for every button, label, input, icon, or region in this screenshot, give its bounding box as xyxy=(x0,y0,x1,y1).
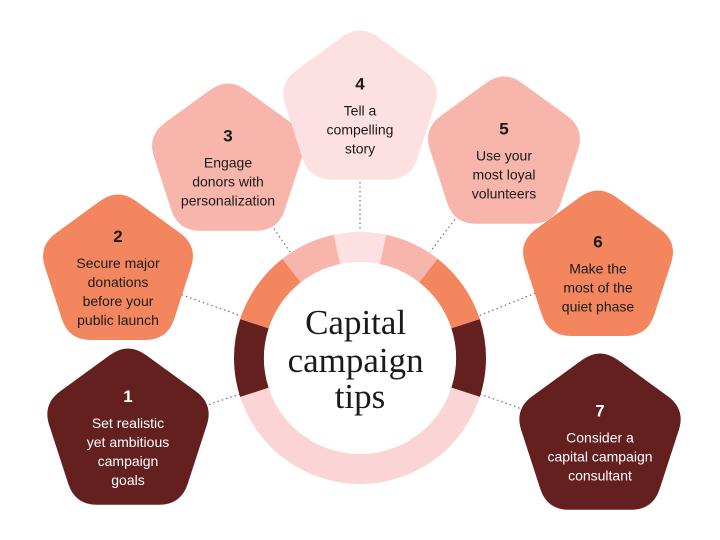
tip-7-line-2: capital campaign xyxy=(547,449,652,465)
tip-7-line-1: Consider a xyxy=(566,430,634,446)
tip-6-pentagon xyxy=(523,190,673,336)
tip-1-number: 1 xyxy=(123,387,132,406)
center-title-line-1: Capital xyxy=(305,303,406,342)
tip-6-line-2: most of the xyxy=(563,280,632,296)
tip-3-line-2: donors with xyxy=(192,174,264,190)
tip-5-line-3: volunteers xyxy=(472,186,537,202)
tip-6-text: Make the most of the quiet phase xyxy=(562,261,635,315)
tip-1-text: Set realistic yet ambitious campaign goals xyxy=(87,415,169,488)
tip-3-line-3: personalization xyxy=(181,193,275,209)
tip-4-text: Tell a compelling story xyxy=(327,103,394,157)
ring-segment-8 xyxy=(451,319,487,397)
center-title: Capital campaign tips xyxy=(288,303,433,416)
tip-2-line-4: public launch xyxy=(77,312,159,328)
ring-inner-circle xyxy=(264,262,456,454)
ring-segment-6 xyxy=(379,234,438,283)
tip-5-line-1: Use your xyxy=(476,148,532,164)
tip-2-text: Secure major donations before your public l… xyxy=(76,255,160,328)
center-ring xyxy=(234,232,487,484)
tip-6-line-1: Make the xyxy=(569,261,627,277)
center-title-line-3: tips xyxy=(335,377,386,416)
tip-4-line-3: story xyxy=(345,141,375,157)
ring-segment-1 xyxy=(240,387,360,484)
tip-3-line-1: Engage xyxy=(204,155,252,171)
tip-6-line-3: quiet phase xyxy=(562,299,635,315)
tip-4-line-1: Tell a xyxy=(344,103,377,119)
tip-3-text: Engage donors with personalization xyxy=(181,155,275,209)
tip-4-pentagon xyxy=(283,30,437,180)
tip-7-text: Consider a capital campaign consultant xyxy=(547,430,652,484)
tip-7-line-3: consultant xyxy=(568,468,632,484)
tip-5-text: Use your most loyal volunteers xyxy=(472,148,537,202)
ring-segment-3 xyxy=(240,258,301,329)
tip-7-pentagon xyxy=(519,353,681,510)
tip-2-line-3: before your xyxy=(83,293,154,309)
tip-1-pentagon xyxy=(47,348,209,505)
tip-5-pentagon xyxy=(428,76,580,224)
ring-segment-9 xyxy=(360,387,480,484)
tip-5-line-2: most loyal xyxy=(472,167,535,183)
tip-1-line-2: yet ambitious xyxy=(87,434,169,450)
tip-2-line-1: Secure major xyxy=(76,255,160,271)
tip-4-line-2: compelling xyxy=(327,122,394,138)
ring-segment-4 xyxy=(282,234,341,283)
tip-1-line-1: Set realistic xyxy=(92,415,164,431)
tip-7-number: 7 xyxy=(595,402,604,421)
tip-3-pentagon xyxy=(152,83,304,231)
ring-segment-7 xyxy=(419,258,480,329)
tip-2-pentagon xyxy=(43,194,193,340)
tip-3-number: 3 xyxy=(223,127,232,146)
ring-segment-2 xyxy=(234,319,269,397)
center-title-line-2: campaign xyxy=(288,341,424,380)
tip-1-line-4: goals xyxy=(111,472,144,488)
tip-4-number: 4 xyxy=(355,75,365,94)
tip-5-number: 5 xyxy=(499,120,508,139)
tip-2-line-2: donations xyxy=(88,274,149,290)
ring-segment-5 xyxy=(333,232,387,265)
tip-2-number: 2 xyxy=(113,227,122,246)
tip-1-line-3: campaign xyxy=(98,453,159,469)
tip-6-number: 6 xyxy=(593,233,602,252)
